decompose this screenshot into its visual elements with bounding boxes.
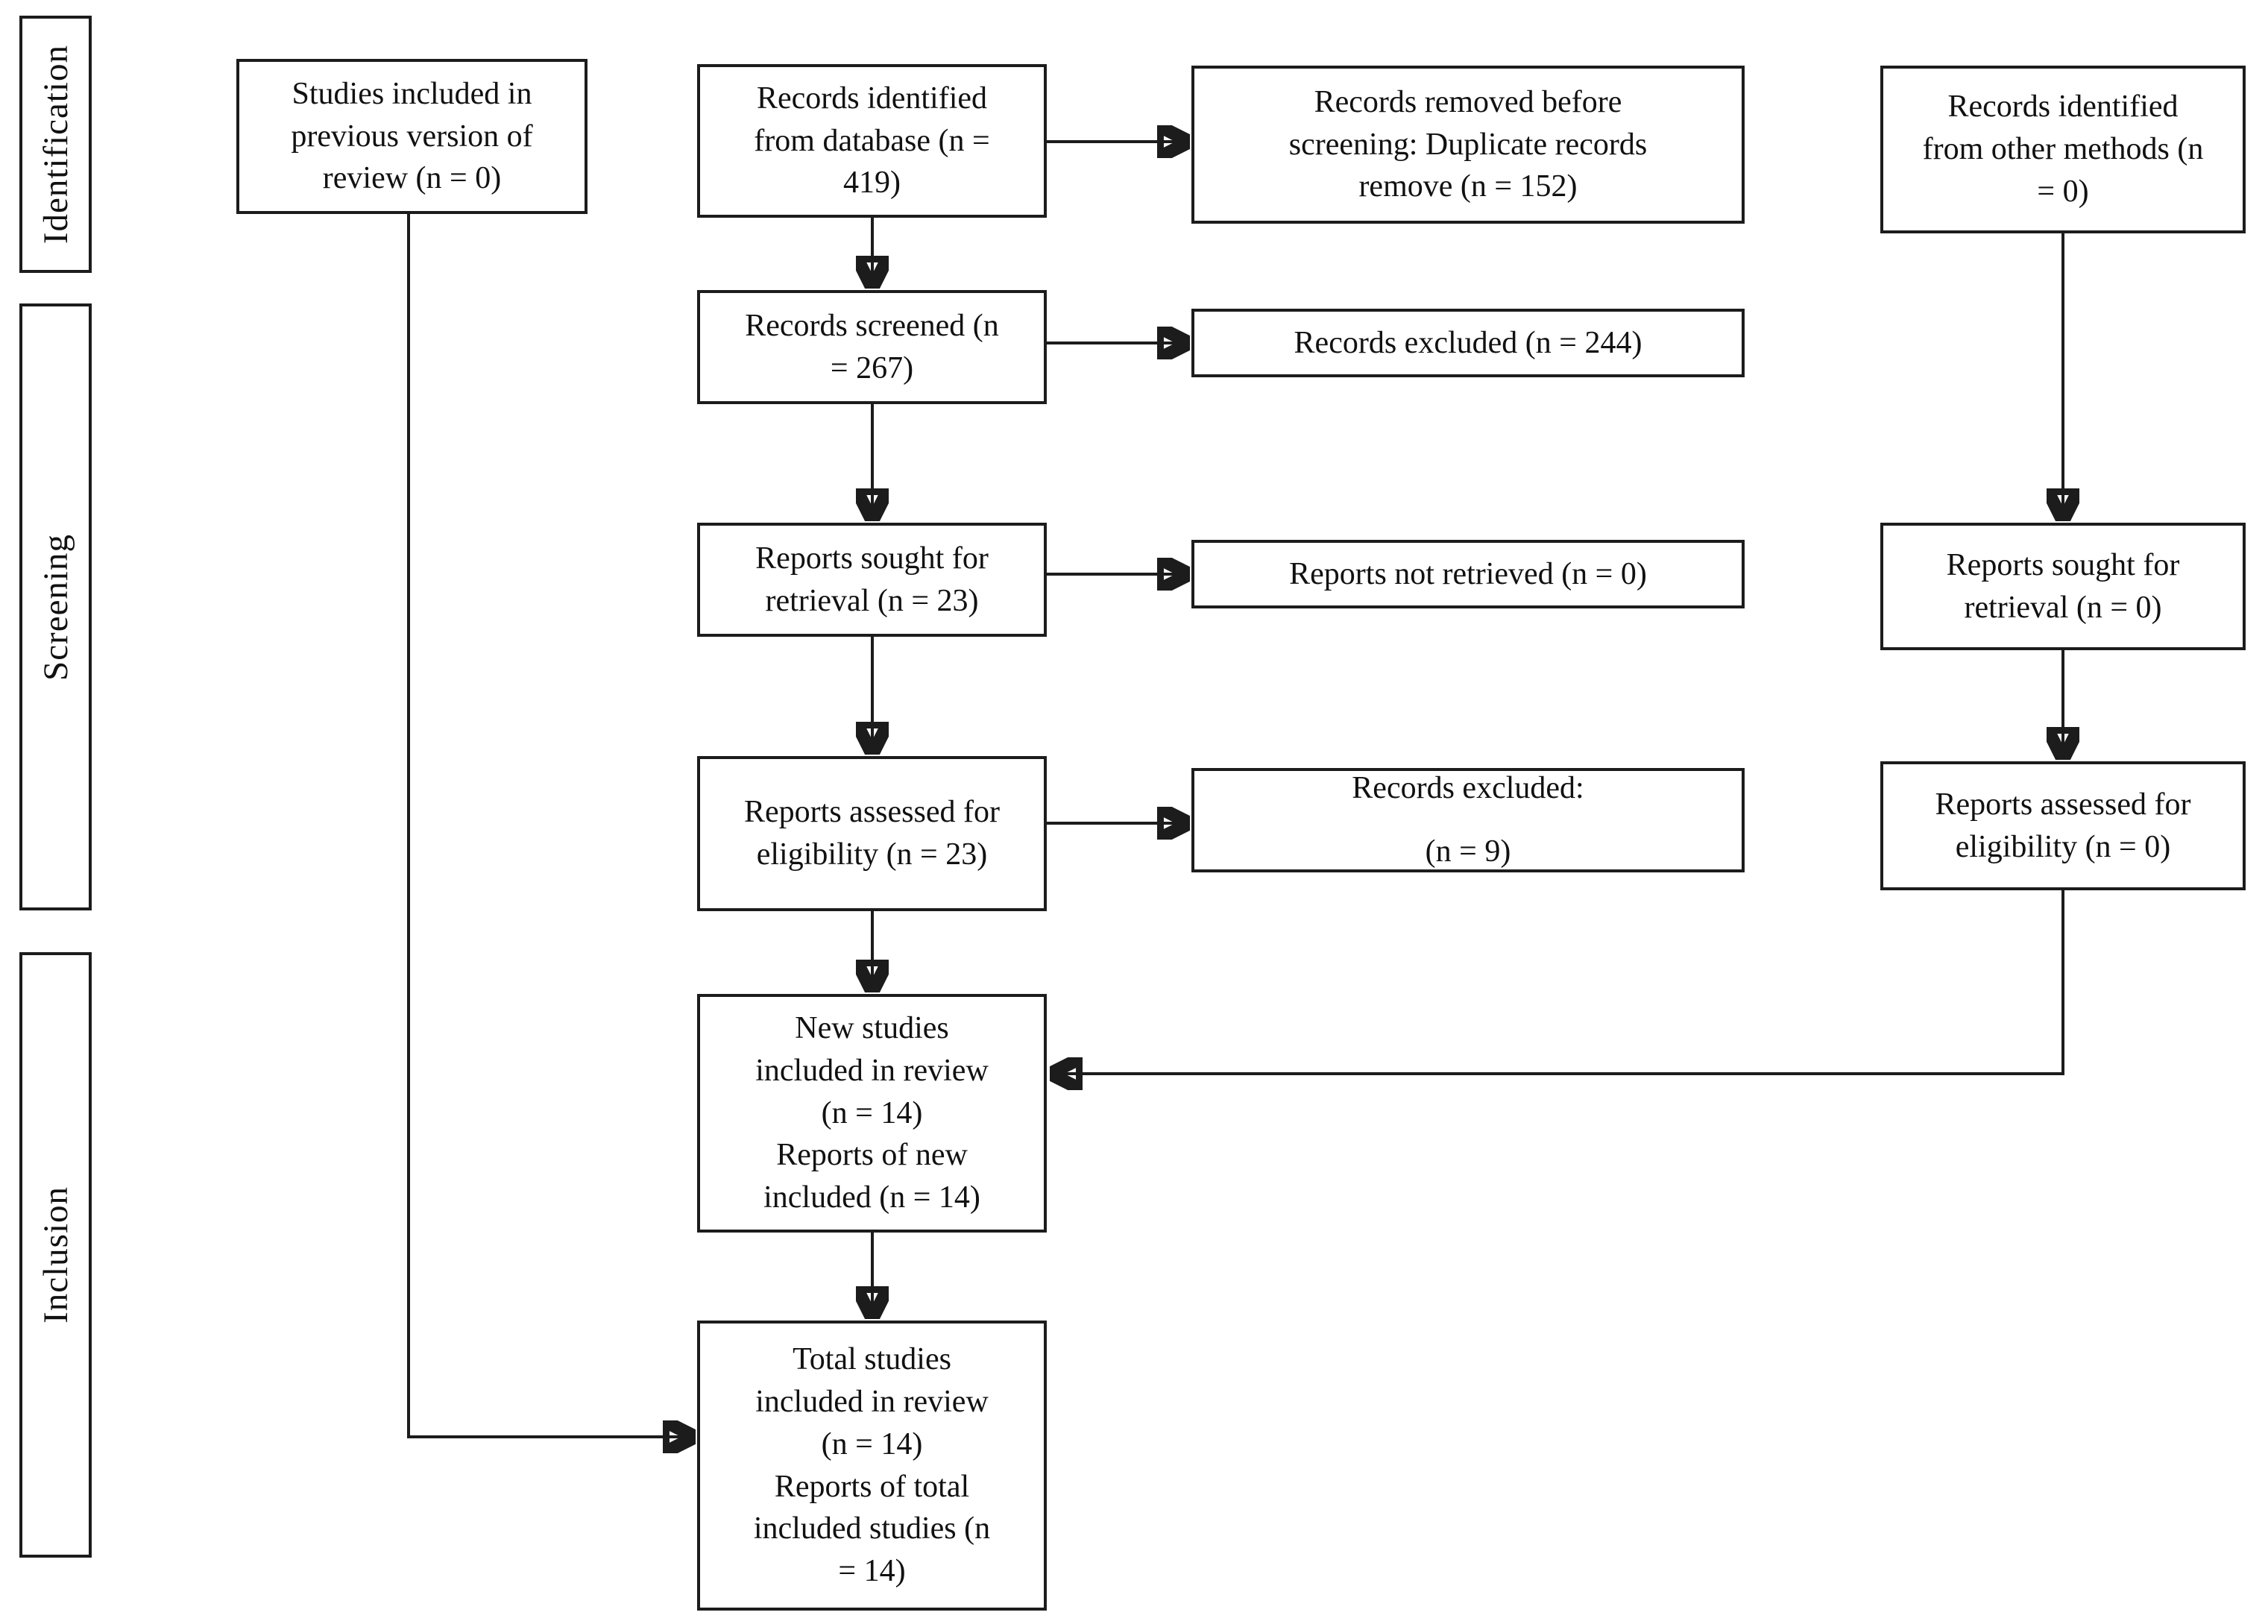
- box-total-studies-included-line2: Reports of total included studies (n = 1…: [753, 1469, 991, 1588]
- box-reports-not-retrieved: Reports not retrieved (n = 0): [1191, 540, 1745, 608]
- box-reports-assessed-eligibility-other-text: Reports assessed for eligibility (n = 0): [1935, 787, 2191, 864]
- box-reports-assessed-eligibility: Reports assessed for eligibility (n = 23…: [697, 756, 1047, 911]
- arrow-reports-assessed-other-to-new-studies: [1054, 890, 2064, 1074]
- box-records-removed-before-screening-text: Records removed before screening: Duplic…: [1288, 84, 1648, 204]
- stage-label-screening: Screening: [36, 533, 75, 681]
- box-records-excluded: Records excluded (n = 244): [1191, 309, 1745, 377]
- box-reports-sought-retrieval: Reports sought for retrieval (n = 23): [697, 523, 1047, 637]
- arrow-previous-studies-to-total-studies: [407, 214, 691, 1437]
- box-reports-sought-retrieval-other: Reports sought for retrieval (n = 0): [1880, 523, 2246, 650]
- box-reports-assessed-eligibility-other: Reports assessed for eligibility (n = 0): [1880, 761, 2246, 890]
- stage-label-inclusion: Inclusion: [36, 1186, 75, 1324]
- box-records-excluded-eligibility-line1: Records excluded:: [1352, 771, 1584, 806]
- box-total-studies-included-line1: Total studies included in review (n = 14…: [755, 1342, 989, 1461]
- box-new-studies-included-line1: New studies included in review (n = 14): [755, 1011, 989, 1130]
- box-records-screened: Records screened (n = 267): [697, 290, 1047, 404]
- box-records-excluded-text: Records excluded (n = 244): [1294, 325, 1642, 360]
- box-new-studies-included-line2: Reports of new included (n = 14): [763, 1138, 980, 1215]
- box-previous-studies-text: Studies included in previous version of …: [291, 76, 533, 196]
- box-reports-not-retrieved-text: Reports not retrieved (n = 0): [1289, 556, 1647, 591]
- box-records-identified-database-text: Records identified from database (n = 41…: [754, 81, 990, 201]
- box-records-excluded-eligibility-line2: (n = 9): [1425, 834, 1511, 869]
- box-new-studies-included: New studies included in review (n = 14) …: [697, 994, 1047, 1233]
- box-records-excluded-eligibility: Records excluded: (n = 9): [1191, 768, 1745, 872]
- box-records-identified-other-methods-text: Records identified from other methods (n…: [1922, 89, 2204, 209]
- box-records-identified-other-methods: Records identified from other methods (n…: [1880, 66, 2246, 233]
- box-reports-sought-retrieval-text: Reports sought for retrieval (n = 23): [755, 541, 989, 618]
- box-reports-sought-retrieval-other-text: Reports sought for retrieval (n = 0): [1946, 547, 2180, 625]
- box-reports-assessed-eligibility-text: Reports assessed for eligibility (n = 23…: [744, 795, 1000, 872]
- stage-label-identification: Identification: [36, 44, 75, 245]
- stage-bar-inclusion: Inclusion: [19, 952, 92, 1558]
- box-previous-studies: Studies included in previous version of …: [236, 59, 588, 214]
- stage-bar-screening: Screening: [19, 303, 92, 910]
- box-records-identified-database: Records identified from database (n = 41…: [697, 64, 1047, 218]
- stage-bar-identification: Identification: [19, 16, 92, 273]
- box-total-studies-included: Total studies included in review (n = 14…: [697, 1321, 1047, 1611]
- box-records-removed-before-screening: Records removed before screening: Duplic…: [1191, 66, 1745, 224]
- box-records-screened-text: Records screened (n = 267): [745, 308, 999, 385]
